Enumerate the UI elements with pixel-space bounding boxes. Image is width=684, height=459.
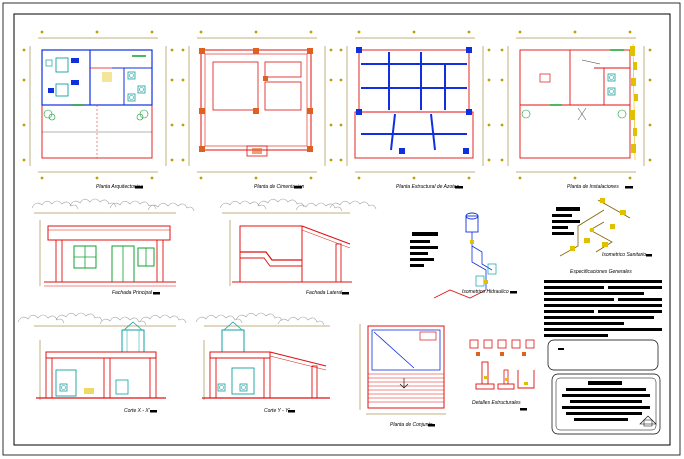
scale-bar [153,292,160,295]
plan-cimentacion [181,30,333,180]
caption-planta-estructural: Planta Estructural de Azotea [396,184,459,190]
planta-conjunto [359,324,446,415]
fachada-lateral [219,198,377,286]
scale-bar [646,254,652,257]
caption-fachada-lateral: Fachada Lateral [306,290,343,296]
especificaciones-text-block [544,280,662,337]
isometrico-hidraulico [410,212,497,299]
scale-bar [294,186,302,189]
caption-detalles-estructurales: Detalles Estructurales [472,400,521,406]
sheet-border-inner [13,13,671,446]
caption-fachada-principal: Fachada Principal [112,290,153,296]
plan-estructural [339,30,491,180]
scale-bar [288,410,295,413]
plan-instalaciones [500,30,652,180]
scale-bar [510,291,517,294]
caption-planta-conjunto: Planta de Conjunto [390,422,433,428]
plan-arquitectonica [22,30,174,180]
title-block [547,339,661,435]
detalles-estructurales [469,339,535,390]
isometrico-sanitario [552,198,631,257]
caption-isometrico-sanitario: Isometrico Sanitario [602,252,646,258]
scale-bar [455,186,463,189]
caption-corte-x: Corte X - X' [124,408,151,414]
corte-x [17,312,187,400]
caption-isometrico-hidraulico: Isometrico Hidraulico [462,289,509,295]
caption-planta-cimentacion: Planta de Cimentacion [254,184,305,190]
scale-bar [135,186,143,189]
scale-bar [625,186,633,189]
caption-planta-arquitectonica: Planta Arquitectonica [96,184,143,190]
scale-bar [428,424,435,427]
caption-planta-instalaciones: Planta de Instalaciones [567,184,619,190]
caption-corte-y: Corte Y - Y' [264,408,290,414]
caption-especificaciones: Especificaciones Generales [570,269,632,275]
corte-y [195,312,330,400]
scale-bar [150,410,157,413]
fachada-principal [31,198,195,287]
scale-bar [520,408,527,411]
scale-bar [342,292,349,295]
